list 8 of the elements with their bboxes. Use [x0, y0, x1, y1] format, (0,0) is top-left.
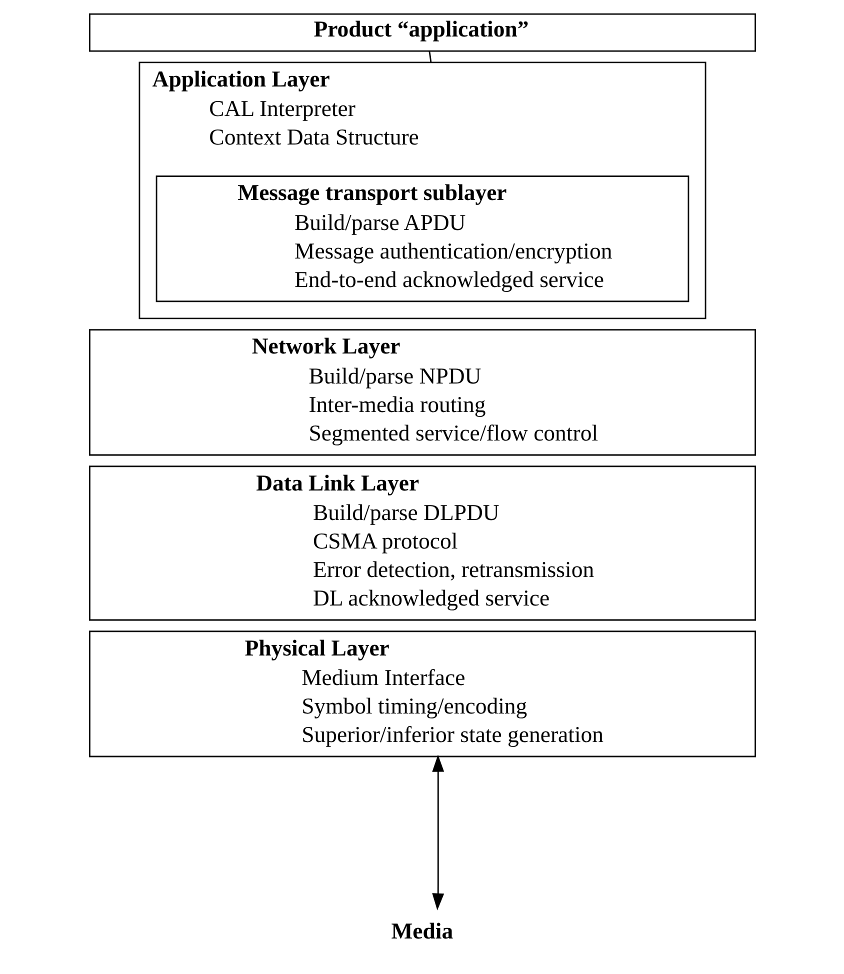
- arrow: [432, 754, 444, 910]
- node-box: Message transport sublayer Build/parse APDU Message authentication/encryption End-to-end acknowledged service: [155, 176, 689, 302]
- node-box: Product “application”: [88, 13, 756, 52]
- node-text: Media: [390, 918, 453, 944]
- node-box: Data Link Layer Build/parse DLPDU CSMA protocol Error detection, retransmission DL acknowledged service: [88, 466, 756, 621]
- node-box: Physical Layer Medium Interface Symbol timing/encoding Superior/inferior state generation: [88, 630, 756, 758]
- node-box: Network Layer Build/parse NPDU Inter-media routing Segmented service/flow control: [88, 329, 756, 456]
- connector: [428, 51, 432, 63]
